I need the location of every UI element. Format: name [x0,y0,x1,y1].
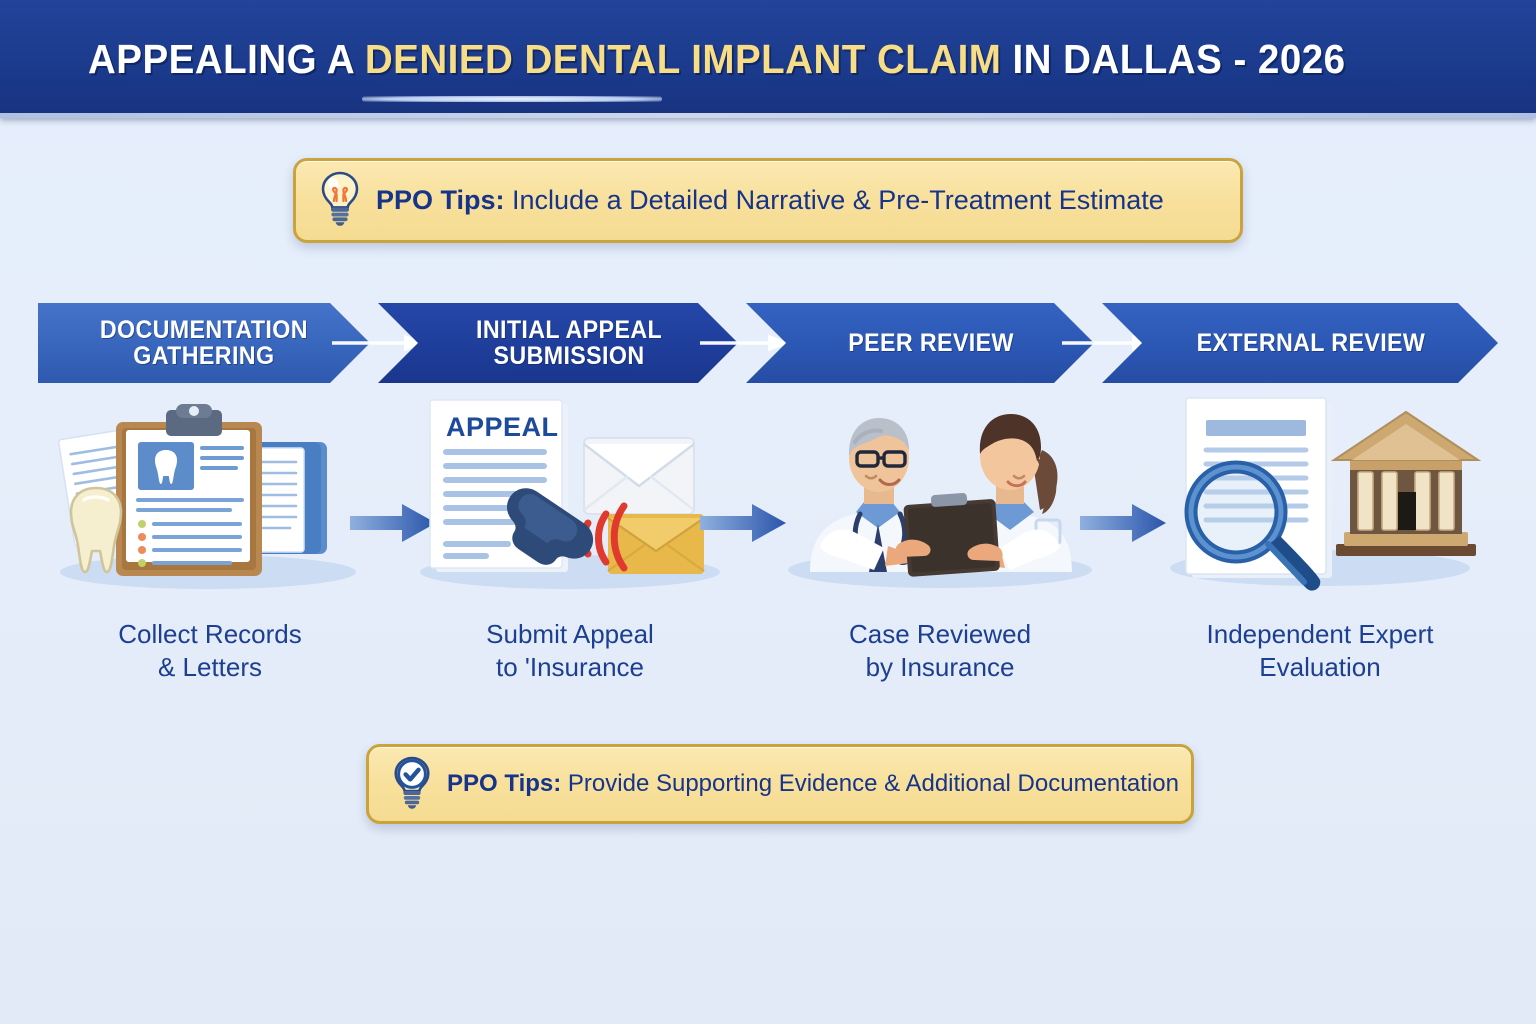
panel-caption-2: Case Reviewed by Insurance [848,619,1032,683]
appeal-letter-envelope-phone-icon: APPEAL [420,399,720,589]
illustration-panel-peer-review: Case Reviewed by Insurance [760,396,1120,696]
ppo-tips-top-lead: PPO Tips: [376,185,505,215]
flow-step-label-3: EXTERNAL REVIEW [1196,329,1426,357]
panel-caption-3: Independent Expert Evaluation [1206,619,1434,683]
chevron-connector-arrow-0 [332,334,427,352]
panel-caption-1: Submit Appeal to 'Insurance [486,619,654,683]
flow-connector-arrow-0 [350,504,436,542]
flow-step-chevron-documentation-gathering[interactable]: DOCUMENTATION GATHERING [38,303,370,383]
ppo-tips-banner-bottom: PPO Tips: Provide Supporting Evidence & … [366,744,1194,824]
magnifier-document-courthouse-icon [1170,397,1482,591]
flow-step-label-1: INITIAL APPEAL SUBMISSION [475,316,663,370]
process-step-band: DOCUMENTATION GATHERING INITIAL APPEAL S… [0,300,1536,392]
header-bottom-edge [0,113,1536,118]
flow-step-chevron-peer-review[interactable]: PEER REVIEW [746,303,1094,383]
ppo-tips-banner-top: PPO Tips: Include a Detailed Narrative &… [293,158,1243,243]
flow-step-label-0: DOCUMENTATION GATHERING [99,316,309,370]
page-title: APPEALING A DENIED DENTAL IMPLANT CLAIM … [88,36,1346,83]
ppo-tips-top-body: Include a Detailed Narrative & Pre-Treat… [504,185,1164,215]
illustration-panel-documentation: Collect Records & Letters [30,396,390,696]
chevron-connector-arrow-1 [700,334,791,352]
flow-connector-arrow-1 [700,504,786,542]
ppo-tips-bottom-body: Provide Supporting Evidence & Additional… [561,770,1179,797]
flow-step-chevron-external-review[interactable]: EXTERNAL REVIEW [1102,303,1498,383]
lightbulb-check-icon [391,755,433,814]
flow-connector-arrow-2 [1080,504,1166,542]
chevron-connector-arrow-2 [1062,334,1155,352]
ppo-tips-top-text: PPO Tips: Include a Detailed Narrative &… [376,185,1164,216]
svg-text:APPEAL: APPEAL [446,412,559,442]
title-underline-accent [362,96,662,102]
illustration-panel-external-review: Independent Expert Evaluation [1140,396,1500,696]
lightbulb-icon [318,170,362,231]
title-segment-highlight: DENIED DENTAL IMPLANT CLAIM [364,36,1002,82]
illustration-panel-submission: APPEAL [390,396,750,696]
title-segment-1: APPEALING A [88,36,365,82]
panel-caption-0: Collect Records & Letters [118,619,302,683]
flow-step-chevron-initial-appeal-submission[interactable]: INITIAL APPEAL SUBMISSION [378,303,738,383]
ppo-tips-bottom-lead: PPO Tips: [447,770,562,797]
clipboard-records-tooth-icon [57,404,356,589]
header-bar: APPEALING A DENIED DENTAL IMPLANT CLAIM … [0,0,1536,118]
title-segment-2: IN DALLAS - 2026 [1001,36,1346,82]
two-doctors-clipboard-icon [788,414,1092,588]
ppo-tips-bottom-text: PPO Tips: Provide Supporting Evidence & … [447,770,1179,798]
flow-step-label-2: PEER REVIEW [848,329,1014,357]
